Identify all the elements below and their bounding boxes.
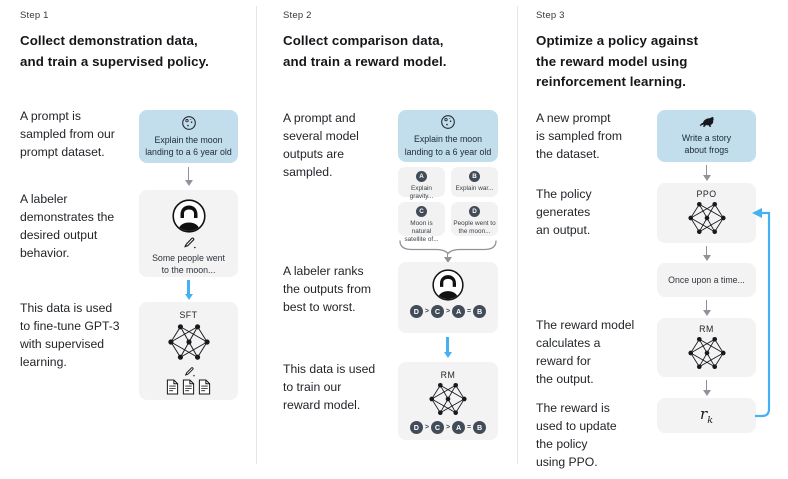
card-text: People went to the moon... — [453, 219, 496, 235]
rank-separator: > — [424, 424, 429, 431]
reward-model-box: RM — [657, 318, 756, 377]
output-card-c: C Moon is natural satellite of... — [398, 202, 445, 243]
step-1-title: Collect demonstration data, and train a … — [20, 33, 209, 69]
network-icon — [426, 381, 470, 417]
prompt-text: Write a story about frogs — [681, 132, 732, 155]
rank-separator: > — [445, 308, 451, 315]
ranking-row: D > C > A = B — [409, 421, 487, 434]
card-key-badge: B — [469, 171, 480, 182]
step-2-paragraph-ranks: A labeler ranks the outputs from best to… — [283, 264, 372, 315]
network-icon — [166, 322, 212, 362]
labeler-rank-box: D > C > A = B — [398, 262, 498, 333]
column-divider — [517, 6, 518, 464]
step-2-label: Step 2 — [283, 10, 312, 21]
output-card-d: D People went to the moon... — [451, 202, 498, 236]
arrow-down-icon — [701, 246, 712, 261]
sft-model-box: SFT — [139, 302, 238, 400]
arrow-down-icon — [183, 167, 194, 186]
ranking-row: D > C > A = B — [409, 305, 487, 318]
step-2-paragraph-sampled: A prompt and several model outputs are s… — [283, 111, 359, 180]
card-key-badge: D — [469, 206, 480, 217]
rm-label: RM — [440, 370, 456, 380]
card-text: Explain gravity... — [409, 184, 434, 200]
prompt-text: Explain the moon landing to a 6 year old — [404, 134, 492, 157]
arrow-down-blue-icon — [442, 337, 453, 358]
card-text: Explain war... — [455, 184, 494, 192]
labeler-demo-box: Some people went to the moon... — [139, 190, 238, 277]
ppo-label: PPO — [696, 189, 717, 199]
labeler-output-text: Some people went to the moon... — [152, 253, 225, 276]
step-3-paragraph-rewardcalc: The reward model calculates a reward for… — [536, 318, 635, 387]
card-text: Moon is natural satellite of... — [404, 219, 439, 244]
arrow-down-icon — [442, 253, 453, 263]
step-1-label: Step 1 — [20, 10, 49, 21]
step-2-paragraph-train: This data is used to train our reward mo… — [283, 362, 376, 413]
rank-separator: = — [467, 308, 472, 315]
rank-chip: A — [452, 421, 466, 434]
step-3-paragraph-update: The reward is used to update the policy … — [536, 401, 617, 470]
rank-chip: A — [452, 305, 466, 318]
arrow-down-icon — [701, 165, 712, 181]
column-divider — [256, 6, 257, 464]
output-cards: A Explain gravity... B Explain war... C … — [398, 167, 498, 243]
step-1-paragraph-finetune: This data is used to fine-tune GPT-3 wit… — [20, 301, 120, 370]
prompt-box: Explain the moon landing to a 6 year old — [139, 110, 238, 163]
policy-output-text: Once upon a time... — [668, 274, 745, 285]
arrow-down-icon — [701, 380, 712, 396]
step-1-paragraph-labeler: A labeler demonstrates the desired outpu… — [20, 192, 115, 261]
feedback-loop-arrow-icon — [650, 200, 785, 435]
rank-chip: B — [473, 421, 487, 434]
frog-icon — [699, 116, 715, 129]
step-3-title: Optimize a policy against the reward mod… — [536, 33, 699, 90]
rank-chip: D — [409, 421, 423, 434]
documents-icon — [166, 379, 211, 395]
rank-chip: C — [430, 305, 444, 318]
step-1-paragraph-prompt: A prompt is sampled from our prompt data… — [20, 109, 115, 160]
reward-model-box: RM D > C > A — [398, 362, 498, 440]
network-icon — [685, 335, 729, 371]
rank-chip: B — [473, 305, 487, 318]
rank-separator: > — [445, 424, 451, 431]
labeler-avatar-icon — [432, 269, 464, 301]
prompt-box: Write a story about frogs — [657, 110, 756, 162]
arrow-down-icon — [701, 300, 712, 316]
rank-chip: D — [409, 305, 423, 318]
sft-label: SFT — [179, 310, 198, 320]
prompt-text: Explain the moon landing to a 6 year old — [145, 134, 232, 157]
rank-separator: = — [467, 424, 472, 431]
network-icon — [685, 200, 729, 236]
policy-output-box: Once upon a time... — [657, 263, 756, 297]
rank-chip: C — [430, 421, 444, 434]
rank-separator: > — [424, 308, 429, 315]
ppo-policy-box: PPO — [657, 183, 756, 243]
step-3-label: Step 3 — [536, 10, 565, 21]
reward-value-box: rk — [657, 398, 756, 433]
labeler-avatar-icon — [171, 199, 206, 233]
moon-icon — [181, 115, 197, 131]
arrow-down-blue-icon — [183, 280, 194, 300]
card-key-badge: A — [416, 171, 427, 182]
step-3-paragraph-policy: The policy generates an output. — [536, 187, 592, 238]
rm-label: RM — [699, 324, 714, 334]
card-key-badge: C — [416, 206, 427, 217]
pencil-icon — [182, 235, 196, 249]
output-card-b: B Explain war... — [451, 167, 498, 197]
output-card-a: A Explain gravity... — [398, 167, 445, 200]
step-2-title: Collect comparison data, and train a rew… — [283, 33, 447, 69]
moon-icon — [440, 114, 456, 130]
step-3-paragraph-newprompt: A new prompt is sampled from the dataset… — [536, 111, 623, 162]
prompt-box: Explain the moon landing to a 6 year old — [398, 110, 498, 162]
pencil-icon — [183, 365, 195, 377]
reward-value: rk — [700, 405, 713, 426]
